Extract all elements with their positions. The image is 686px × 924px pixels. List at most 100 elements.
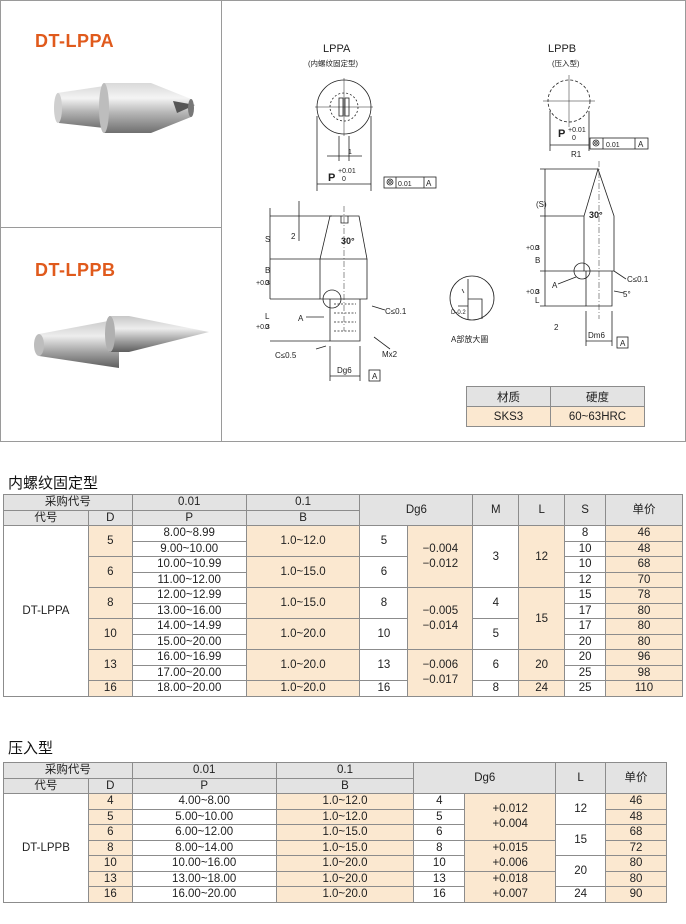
p-cell: 16.00~16.99 [131, 649, 247, 666]
price-cell: 90 [605, 886, 667, 903]
lppb-pin-image [34, 316, 209, 368]
lppa-dim-2: 2 [291, 232, 296, 241]
b-cell: 1.0~15.0 [275, 824, 415, 841]
l-cell: 12 [518, 525, 566, 588]
d-cell: 10 [87, 618, 133, 650]
price-cell: 80 [605, 855, 667, 872]
b-cell: 1.0~15.0 [275, 839, 415, 856]
p-cell: 13.00~16.00 [131, 602, 247, 619]
header-price: 单价 [605, 762, 667, 794]
header-dg6: Dg6 [413, 762, 557, 794]
m-cell: 4 [472, 587, 520, 619]
p-cell: 10.00~10.99 [131, 556, 247, 573]
price-cell: 98 [605, 664, 683, 681]
l-cell: 20 [555, 855, 607, 887]
tol-upper: −0.006 [422, 658, 459, 671]
b-cell: 1.0~20.0 [275, 886, 415, 903]
tol-lower: −0.012 [422, 557, 459, 570]
price-cell: 70 [605, 571, 683, 588]
lppa-p-label: P [328, 172, 335, 184]
tol-lower: +0.007 [492, 887, 528, 900]
detail-a-caption: A部放大圖 [451, 334, 488, 344]
p-cell: 14.00~14.99 [131, 618, 247, 635]
dg-cell: 10 [413, 855, 466, 872]
lppb-title: DT-LPPB [35, 260, 116, 280]
price-cell: 96 [605, 649, 683, 666]
detail-d02: D-0.2 [451, 310, 466, 316]
s-cell: 25 [564, 680, 607, 697]
d-cell: 8 [87, 587, 133, 619]
lppa-angle: 30° [341, 236, 355, 246]
table-row: 15.00~20.00 20 80 [4, 633, 683, 650]
table-row: 采购代号 0.01 0.1 Dg6 M L S 单价 [3, 494, 683, 526]
header-d: D [87, 777, 133, 794]
lppa-b-tol-bot: 0 [265, 280, 269, 287]
p-cell: 13.00~18.00 [131, 870, 277, 887]
dg-cell: 8 [413, 839, 466, 856]
m-cell: 8 [472, 680, 520, 697]
lppb-b-tol-bot: 0 [535, 245, 539, 252]
b-cell: 1.0~12.0 [275, 793, 415, 810]
lppb-spec-table: 采购代号 0.01 0.1 Dg6 L 单价 代号 D P B DT-LPPB … [3, 762, 667, 903]
b-cell: 1.0~15.0 [245, 556, 361, 588]
price-cell: 68 [605, 824, 667, 841]
dg-cell: 8 [359, 587, 409, 619]
l-cell: 12 [555, 793, 607, 825]
material-table: 材质 硬度 SKS3 60~63HRC [466, 386, 645, 427]
d-cell: 13 [87, 649, 133, 681]
header-code: 代号 [3, 777, 89, 794]
l-cell: 20 [518, 649, 566, 681]
dg-cell: 13 [413, 870, 466, 887]
lppb-angle: 30° [589, 210, 603, 220]
b-cell: 1.0~15.0 [245, 587, 361, 619]
price-cell: 80 [605, 870, 667, 887]
s-cell: 10 [564, 540, 607, 557]
material-header: 材质 [466, 386, 551, 407]
lppa-b-tol-top: +0.3 [256, 280, 270, 287]
tol-lower: +0.004 [492, 817, 528, 830]
lppa-l-tol-top: +0.3 [256, 324, 270, 331]
tol-cell: −0.006−0.017 [407, 649, 474, 697]
s-cell: 20 [564, 649, 607, 666]
lppa-tol-val: 0.01 [398, 181, 412, 188]
d-cell: 5 [87, 808, 133, 825]
table-row: 16 16.00~20.00 1.0~20.0 16 24 90 [4, 886, 667, 903]
b-cell: 1.0~12.0 [245, 525, 361, 557]
lppa-photo-box: DT-LPPA [1, 1, 222, 228]
d-cell: 16 [87, 680, 133, 697]
header-l: L [518, 494, 566, 526]
price-cell: 48 [605, 808, 667, 825]
lppa-a-marker: A [298, 314, 304, 323]
price-cell: 80 [605, 602, 683, 619]
tol-upper: −0.004 [422, 542, 459, 555]
header-code: 代号 [3, 509, 89, 526]
price-cell: 80 [605, 618, 683, 635]
lppb-drawing-subtitle: (压入型) [552, 59, 580, 68]
price-cell: 48 [605, 540, 683, 557]
lppb-radius: R1 [571, 150, 582, 159]
dg-cell: 5 [413, 808, 466, 825]
d-cell: 4 [87, 793, 133, 810]
lppa-dim-s: S [265, 235, 270, 244]
lppa-slot-1: 1 [348, 149, 352, 156]
b-cell: 1.0~20.0 [245, 680, 361, 697]
table-row: 代号 D P B [3, 509, 683, 526]
lppb-tol-ref: A [638, 140, 644, 149]
header-p: P [131, 509, 247, 526]
material-value: SKS3 [466, 406, 551, 427]
lppa-dim-l: L [265, 312, 270, 321]
lppb-l-tol-bot: 0 [535, 289, 539, 296]
p-cell: 6.00~12.00 [131, 824, 277, 841]
m-cell: 3 [472, 525, 520, 588]
dg-cell: 5 [359, 525, 409, 557]
lppb-a-marker: A [552, 281, 558, 290]
dg-cell: 13 [359, 649, 409, 681]
table-row: 6 10.00~10.99 1.0~15.0 6 10 68 [4, 556, 683, 588]
header-b: B [245, 509, 361, 526]
price-cell: 110 [605, 680, 683, 697]
table-row: DT-LPPB 4 4.00~8.00 1.0~12.0 4 +0.012+0.… [3, 793, 667, 903]
b-cell: 1.0~12.0 [275, 808, 415, 825]
header-purchase: 采购代号 [3, 762, 133, 779]
b-cell: 1.0~20.0 [275, 855, 415, 872]
header-d: D [87, 509, 133, 526]
